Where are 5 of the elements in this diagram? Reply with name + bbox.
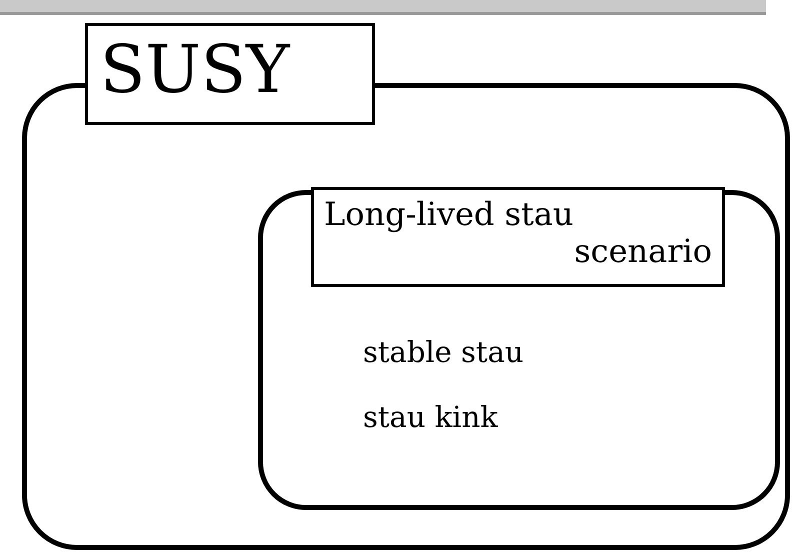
list-text: stable stau	[363, 335, 524, 370]
heading-label: Long-lived stau scenario	[311, 187, 725, 287]
rounded-panel	[258, 190, 780, 510]
heading-label: SUSY	[85, 23, 375, 125]
list-text: stau kink	[363, 400, 498, 435]
